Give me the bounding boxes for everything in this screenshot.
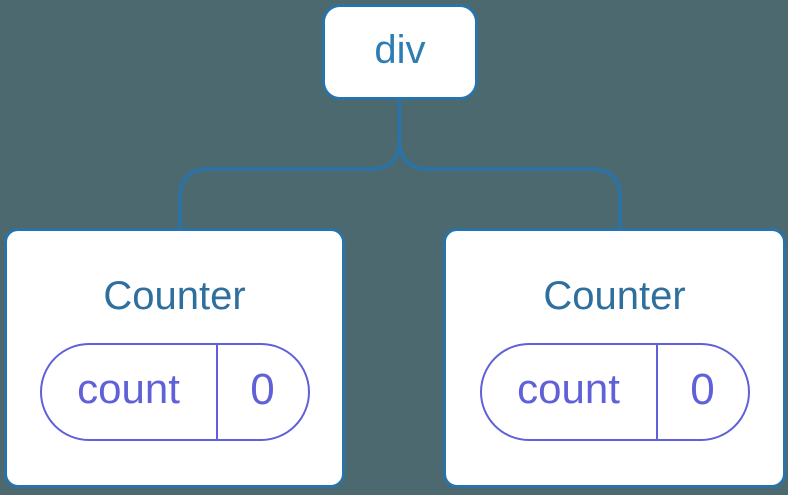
state-value: 0 xyxy=(690,365,715,414)
component-title: Counter xyxy=(103,274,246,318)
state-pill: count 0 xyxy=(39,343,310,441)
state-value-cell: 0 xyxy=(218,345,308,439)
state-key-cell: count xyxy=(42,345,218,439)
state-value: 0 xyxy=(250,365,275,414)
component-card-counter-right: Counter count 0 xyxy=(443,228,786,488)
component-card-counter-left: Counter count 0 xyxy=(4,228,345,488)
root-node-div: div xyxy=(322,4,478,100)
connector-right-branch xyxy=(397,98,622,230)
state-key-cell: count xyxy=(482,345,658,439)
component-title: Counter xyxy=(543,274,686,318)
root-node-label: div xyxy=(374,28,426,72)
connector-left-branch xyxy=(178,98,402,230)
state-key-label: count xyxy=(77,365,180,412)
state-value-cell: 0 xyxy=(658,345,748,439)
state-key-label: count xyxy=(517,365,620,412)
state-pill: count 0 xyxy=(479,343,750,441)
